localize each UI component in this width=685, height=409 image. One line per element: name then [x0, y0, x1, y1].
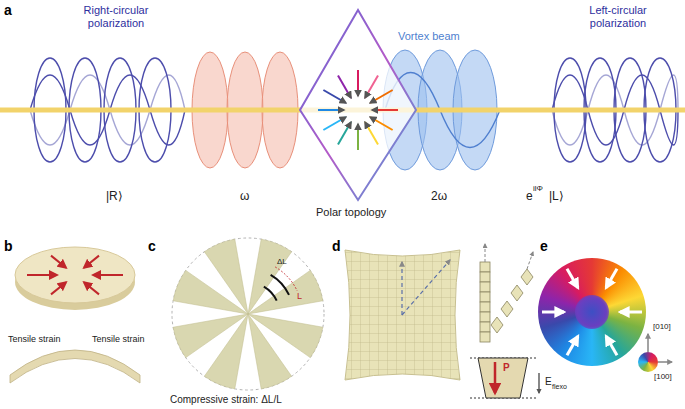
color-wheel	[638, 352, 658, 372]
sample-label: Polar topology	[316, 206, 386, 219]
axis-arrow	[647, 334, 648, 352]
polar-map-core	[575, 295, 609, 329]
dimension-label: L	[297, 291, 302, 301]
axis-label: [100]	[654, 372, 672, 381]
strain-label: Compressive strain: ΔL/L	[170, 394, 282, 406]
subscript: flexo	[552, 383, 567, 391]
polarization-arrow	[494, 362, 497, 393]
trapezoid-cell	[478, 358, 528, 398]
state-label: e	[526, 190, 533, 204]
state-label: |L⟩	[549, 190, 564, 204]
panel-letter: b	[4, 238, 13, 254]
field-label: E	[545, 376, 552, 388]
wedge-disc	[172, 238, 324, 390]
disc-top	[15, 247, 135, 303]
dashed-guide	[527, 252, 533, 269]
dimension-label: ΔL	[277, 257, 287, 266]
domain-grid	[345, 250, 460, 380]
beam-label: Vortex beam	[398, 30, 460, 43]
unit-cell-stack	[480, 262, 533, 342]
beam-label: Left-circular polarization	[560, 4, 676, 29]
state-label: |R⟩	[106, 190, 123, 204]
panel-letter: d	[332, 238, 341, 254]
superscript: ilΦ	[533, 184, 543, 193]
strain-label: Tensile strain	[92, 334, 145, 344]
frequency-label: ω	[240, 190, 249, 204]
strain-arrows	[27, 256, 123, 295]
field-arrow	[538, 373, 539, 393]
beam-label: Right-circular polarization	[58, 4, 174, 29]
dashed-guide	[485, 244, 486, 262]
bulged-membrane	[10, 350, 140, 383]
frequency-label: 2ω	[431, 190, 447, 204]
polar-vectors	[318, 70, 398, 150]
axis-arrow	[658, 361, 672, 362]
panel-letter: c	[148, 238, 156, 254]
domain-grid-lines	[345, 250, 460, 380]
panel-letter: e	[540, 238, 548, 254]
polarization-label: P	[503, 362, 510, 374]
strain-label: Tensile strain	[8, 334, 61, 344]
dashed-guide	[402, 260, 450, 315]
axis-label: [010]	[653, 322, 671, 331]
panel-letter: a	[4, 2, 12, 18]
